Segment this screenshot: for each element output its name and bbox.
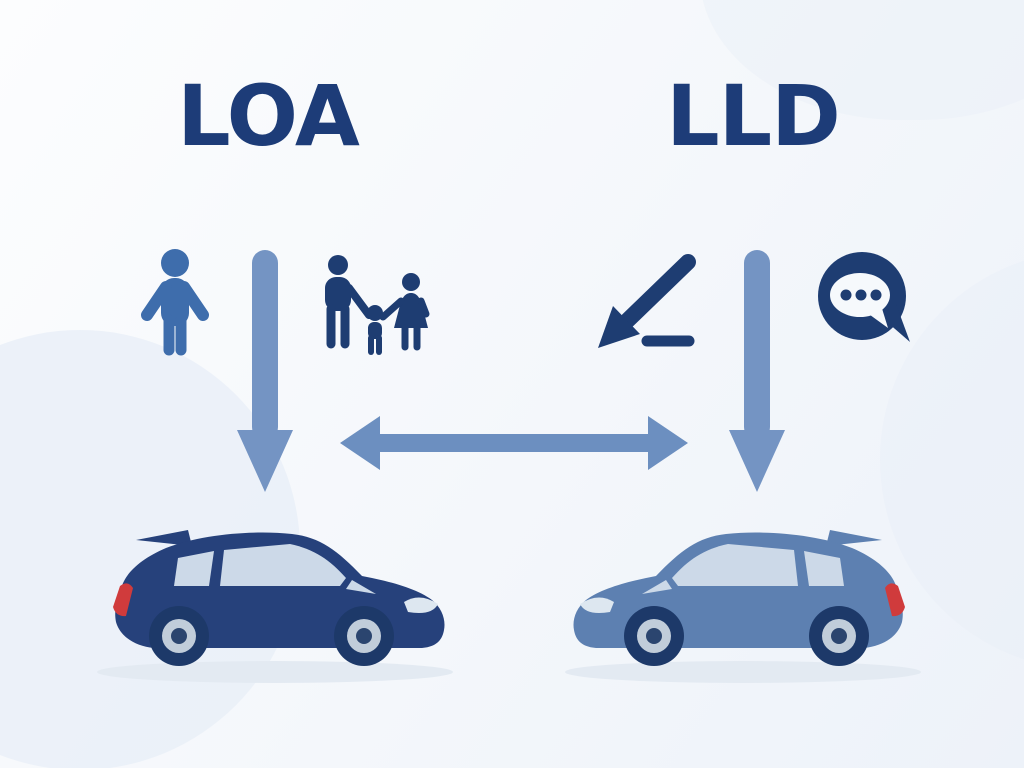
double-headed-arrow bbox=[340, 416, 688, 470]
loa-title: LOA bbox=[177, 67, 360, 165]
person-icon bbox=[141, 249, 209, 356]
family-icon bbox=[325, 255, 430, 355]
down-arrow-right bbox=[729, 250, 785, 492]
lld-title: LLD bbox=[666, 67, 841, 165]
down-arrow-left bbox=[237, 250, 293, 492]
chat-bubble-icon bbox=[818, 252, 910, 342]
car-loa-dark-blue bbox=[97, 530, 453, 683]
return-arrow-icon bbox=[598, 254, 696, 348]
car-lld-light-blue bbox=[565, 530, 921, 683]
